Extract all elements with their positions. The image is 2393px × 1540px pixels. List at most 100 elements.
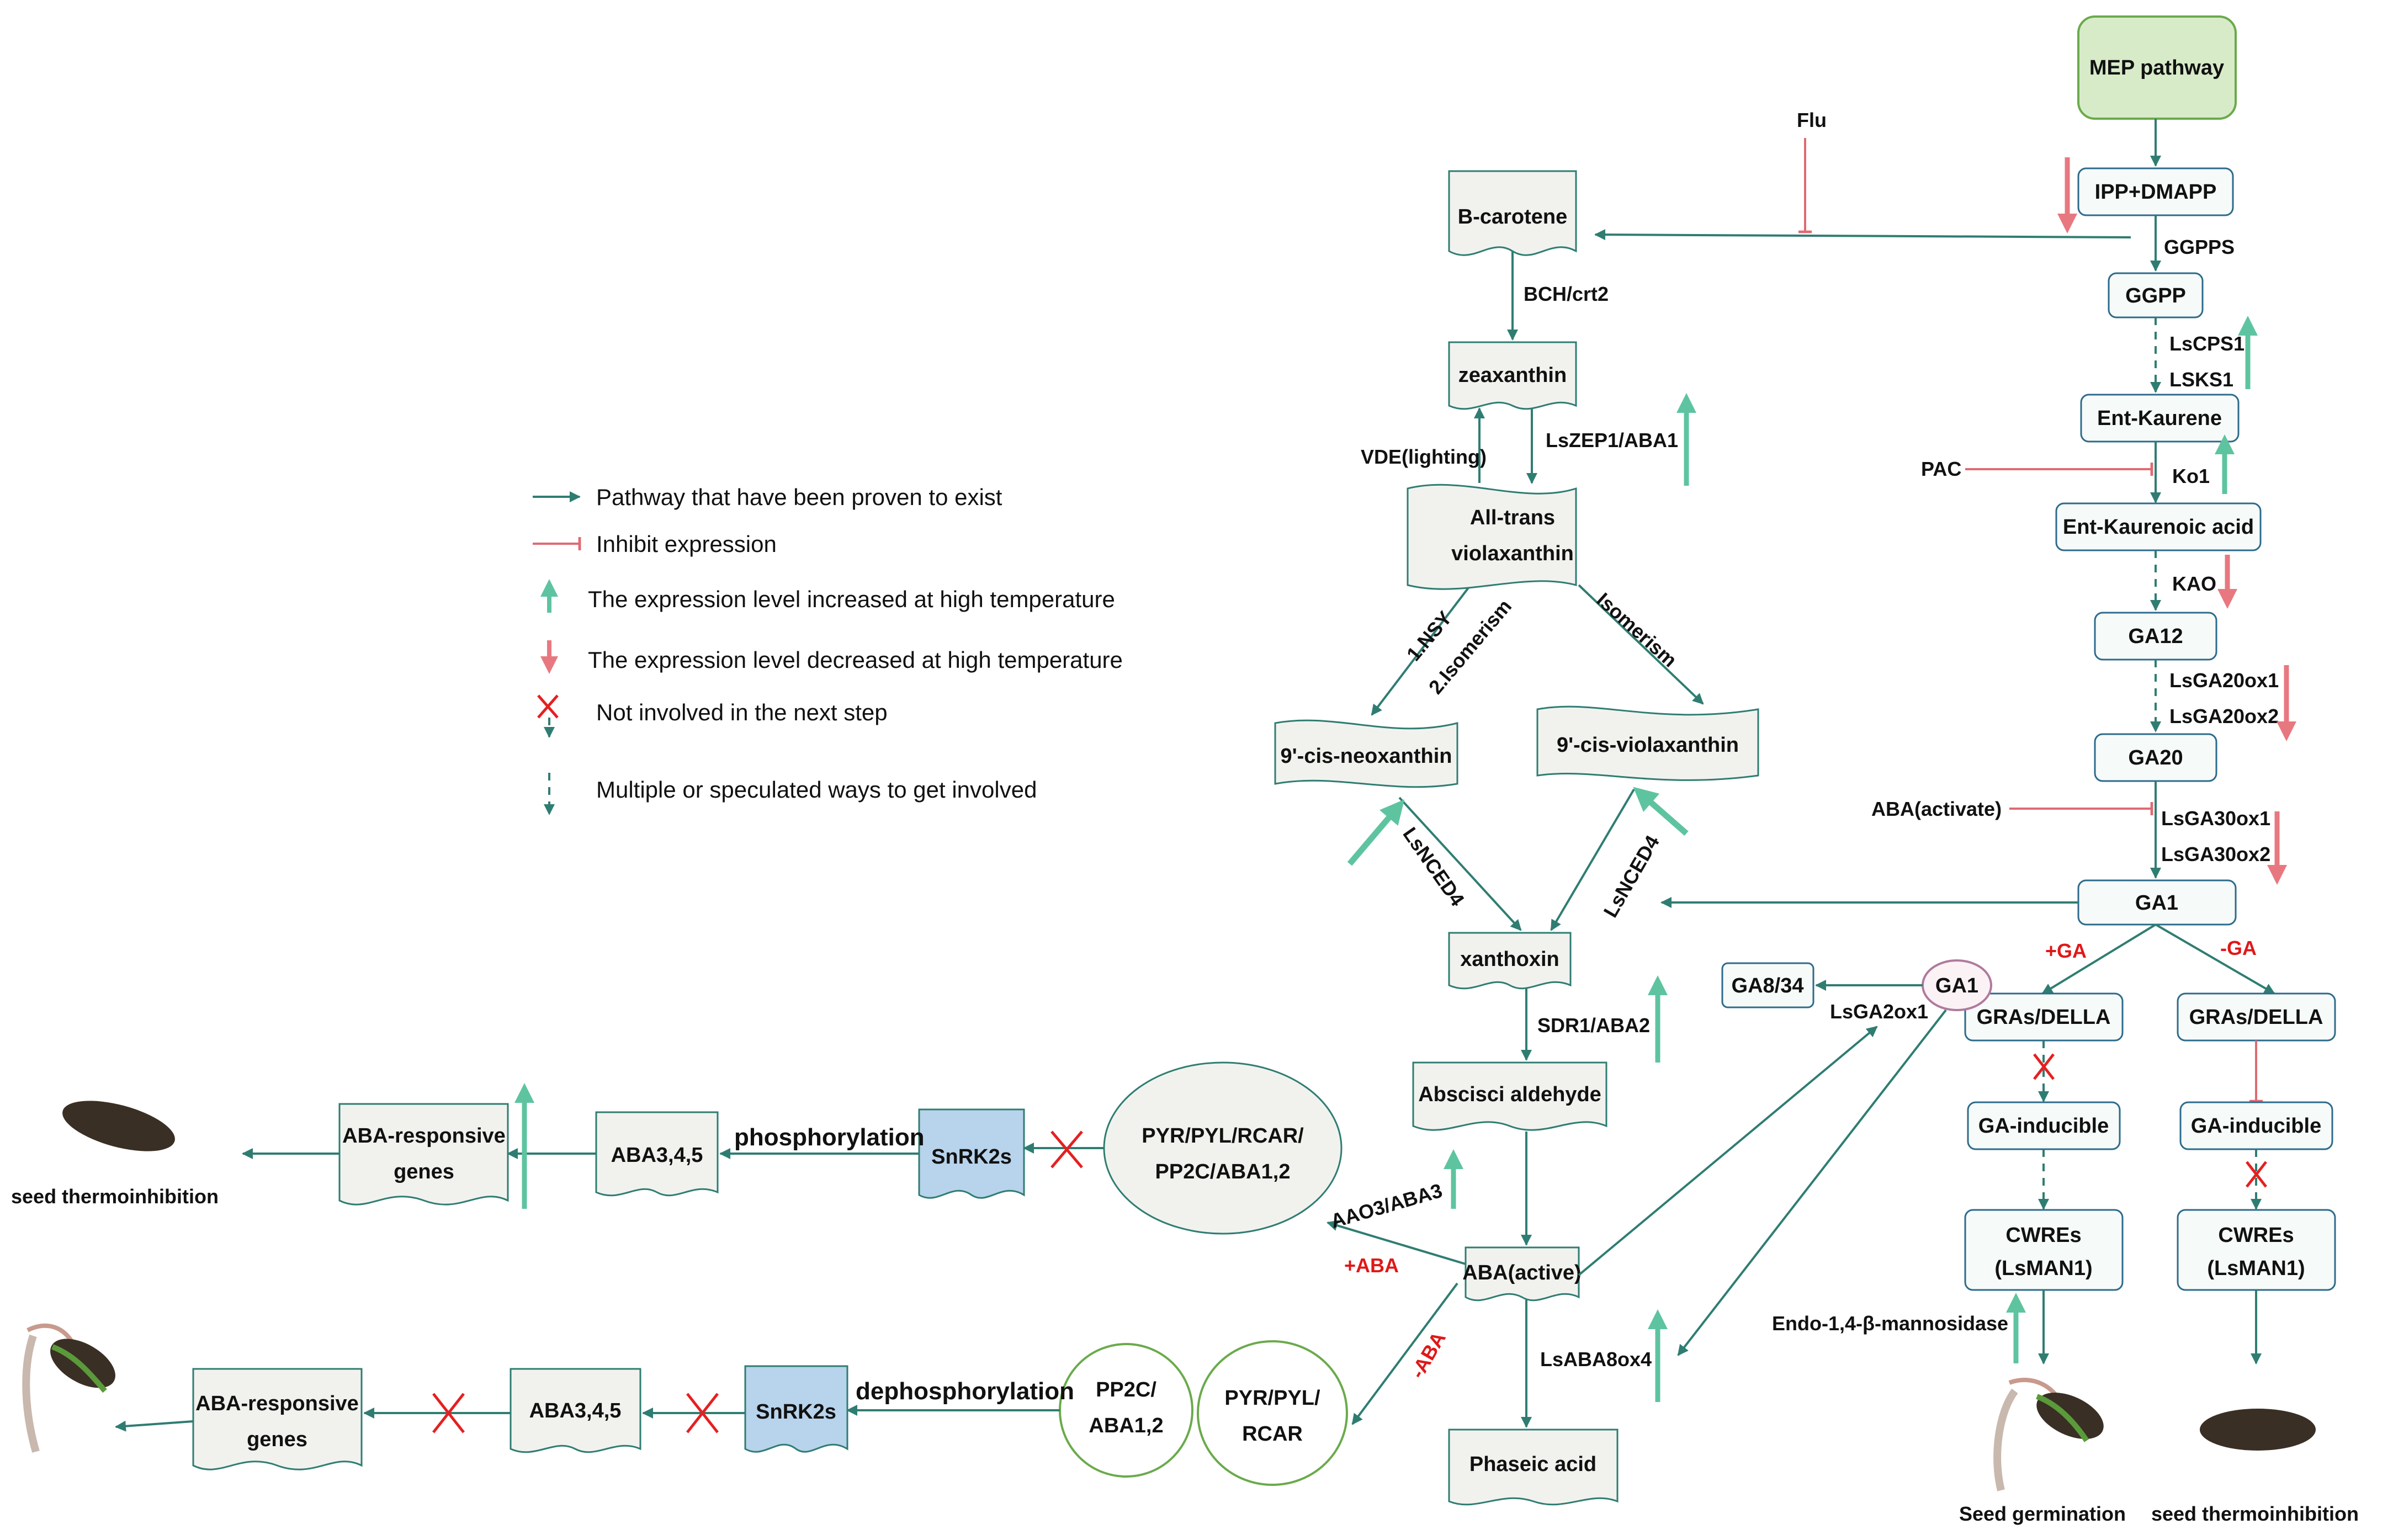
snrk2s-bottom-node	[744, 1365, 848, 1453]
seed-germination-label: Seed germination	[1959, 1502, 2126, 1525]
aba-biosynthesis-pathway: Flu B-carotene BCH/crt2 zeaxanthin VDE(l…	[1274, 109, 2131, 1506]
xanthoxin-label: xanthoxin	[1460, 948, 1559, 971]
lszep1-label: LsZEP1/ABA1	[1546, 429, 1678, 452]
gras-plus-x-icon	[2033, 1053, 2055, 1080]
pyr-pyl-rcar-node	[1197, 1340, 1348, 1486]
cwres-1-label: CWREs	[2005, 1224, 2081, 1247]
lsaba8ox4-label: LsABA8ox4	[1540, 1348, 1652, 1371]
ga1-to-phaseic-arrow	[1677, 1009, 1947, 1356]
ga-inducible-1-label: GA-inducible	[1978, 1114, 2109, 1138]
phaseic-acid-label: Phaseic acid	[1469, 1453, 1596, 1476]
aba-activate-label: ABA(activate)	[1871, 798, 2002, 820]
cwres-1-label-2: (LsMAN1)	[1994, 1257, 2092, 1280]
mep-pathway-node	[2077, 15, 2237, 120]
nced4-right-increase-arrow-icon	[1633, 787, 1689, 836]
legend-item-decrease: The expression level decreased at high t…	[540, 640, 1123, 674]
ga8-34-label: GA8/34	[1732, 974, 1804, 997]
ggpps-label: GGPPS	[2164, 236, 2235, 258]
legend-text: Pathway that have been proven to exist	[596, 484, 1002, 510]
ga12-label: GA12	[2128, 625, 2183, 648]
all-trans-violaxanthin-label-2: violaxanthin	[1451, 542, 1574, 565]
lsga3ox1-label: LsGA30ox1	[2161, 807, 2270, 830]
snrk2s-bottom-label: SnRK2s	[756, 1400, 836, 1424]
all-trans-violaxanthin-node	[1407, 484, 1577, 590]
seed-thermoinhibition-right-icon	[2200, 1409, 2316, 1451]
receptor-complex-node	[1103, 1061, 1343, 1235]
receptor-snrk-x-icon	[1050, 1130, 1083, 1169]
legend-item-x: Not involved in the next step	[537, 694, 888, 738]
snrk-aba345-x-icon	[686, 1393, 719, 1433]
9-cis-violaxanthin-label: 9'-cis-violaxanthin	[1557, 734, 1739, 757]
lsks1-label: LSKS1	[2169, 368, 2233, 391]
seed-germination-left-icon	[22, 1323, 115, 1453]
plus-ga-label: +GA	[2045, 939, 2087, 962]
ga-inducible-x-icon	[2246, 1161, 2267, 1188]
aao3-aba3-label: AAO3/ABA3	[1328, 1179, 1445, 1233]
aba-responsive-genes-top-label-2: genes	[394, 1160, 454, 1183]
gras-della-plus-label: GRAs/DELLA	[1977, 1006, 2111, 1029]
receptor-complex-label-2: PP2C/ABA1,2	[1155, 1160, 1291, 1183]
pp2c-aba12-label: PP2C/	[1096, 1378, 1156, 1401]
minus-ga-label: -GA	[2220, 937, 2257, 959]
seed-thermoinhibition-right-label: seed thermoinhibition	[2151, 1502, 2359, 1525]
gras-della-minus-label: GRAs/DELLA	[2189, 1006, 2323, 1029]
lsga3ox2-label: LsGA30ox2	[2161, 843, 2270, 865]
aba-responsive-genes-bottom-label: ABA-responsive	[195, 1392, 359, 1415]
aba-responsive-genes-bottom-node	[192, 1368, 363, 1470]
legend-text: Inhibit expression	[596, 531, 777, 557]
ggpp-label: GGPP	[2125, 284, 2186, 307]
aba345-bottom-label: ABA3,4,5	[529, 1399, 622, 1422]
legend-item-inhibit: Inhibit expression	[533, 531, 777, 557]
ko1-label: Ko1	[2172, 465, 2210, 487]
lsnced4-right-label: LsNCED4	[1599, 831, 1664, 921]
legend-text: Not involved in the next step	[596, 699, 888, 725]
flu-label: Flu	[1797, 109, 1827, 131]
ipp-dmapp-label: IPP+DMAPP	[2095, 180, 2217, 204]
aba-active-label: ABA(active)	[1462, 1261, 1581, 1284]
pyr-pyl-rcar-label-2: RCAR	[1242, 1422, 1303, 1446]
aba-signaling-top: PYR/PYL/RCAR/ PP2C/ABA1,2 SnRK2s phospho…	[11, 1061, 1343, 1235]
nced4-left-increase-arrow-icon	[1347, 799, 1405, 866]
seed-germination-icon	[1993, 1378, 2104, 1491]
aba-responsive-genes-top-label: ABA-responsive	[342, 1124, 506, 1148]
aba345-top-label: ABA3,4,5	[611, 1144, 703, 1167]
legend-item-pathway: Pathway that have been proven to exist	[533, 484, 1002, 510]
legend-item-dashed: Multiple or speculated ways to get invol…	[544, 773, 1037, 815]
receptor-complex-label: PYR/PYL/RCAR/	[1142, 1124, 1304, 1148]
plus-aba-label: +ABA	[1344, 1254, 1399, 1277]
mep-pathway-label: MEP pathway	[2089, 56, 2224, 79]
legend: Pathway that have been proven to exist I…	[533, 484, 1123, 815]
ent-kaurenoic-acid-label: Ent-Kaurenoic acid	[2063, 516, 2254, 539]
abscisic-aldehyde-label: Abscisci aldehyde	[1418, 1083, 1601, 1106]
pyr-pyl-rcar-label: PYR/PYL/	[1224, 1387, 1320, 1410]
phosphorylation-label: phosphorylation	[734, 1124, 925, 1151]
lsga20ox2-label: LsGA20ox2	[2169, 705, 2279, 727]
aba345-bottom-node	[510, 1368, 641, 1453]
aba-responsive-genes-bottom-label-2: genes	[247, 1428, 307, 1451]
cwres-2-label: CWREs	[2218, 1224, 2294, 1247]
ga20-label: GA20	[2128, 746, 2183, 769]
isomerism-label: Isomerism	[1593, 588, 1681, 671]
ent-kaurene-node	[2080, 394, 2240, 443]
ipp-to-b-carotene-arrow	[1594, 229, 2131, 241]
legend-x-icon	[537, 694, 559, 738]
pp2c-aba12-label-2: ABA1,2	[1089, 1414, 1163, 1437]
vde-label: VDE(lighting)	[1361, 445, 1487, 468]
9-cis-violaxanthin-node	[1536, 705, 1759, 781]
lsga2ox1-label: LsGA2ox1	[1830, 1000, 1928, 1023]
ent-kaurene-label: Ent-Kaurene	[2097, 407, 2222, 430]
zeaxanthin-node	[1448, 341, 1577, 410]
ga-inducible-2-label: GA-inducible	[2191, 1114, 2321, 1138]
9-cis-neoxanthin-label: 9'-cis-neoxanthin	[1281, 745, 1452, 768]
ga1-circle-label: GA1	[1935, 974, 1978, 997]
legend-text: The expression level increased at high t…	[588, 586, 1115, 612]
gibberellin-pathway: MEP pathway IPP+DMAPP GGPPS GGPP LsCPS1 …	[1660, 15, 2359, 1525]
aba345-genes-x-icon	[432, 1393, 465, 1433]
ga1-label: GA1	[2135, 891, 2178, 915]
seed-thermoinhibition-left-label: seed thermoinhibition	[11, 1185, 219, 1208]
9-cis-neoxanthin-node	[1274, 719, 1458, 788]
pac-label: PAC	[1921, 458, 1961, 480]
kao-label: KAO	[2172, 572, 2216, 595]
zeaxanthin-label: zeaxanthin	[1458, 364, 1567, 387]
legend-item-increase: The expression level increased at high t…	[540, 579, 1115, 613]
